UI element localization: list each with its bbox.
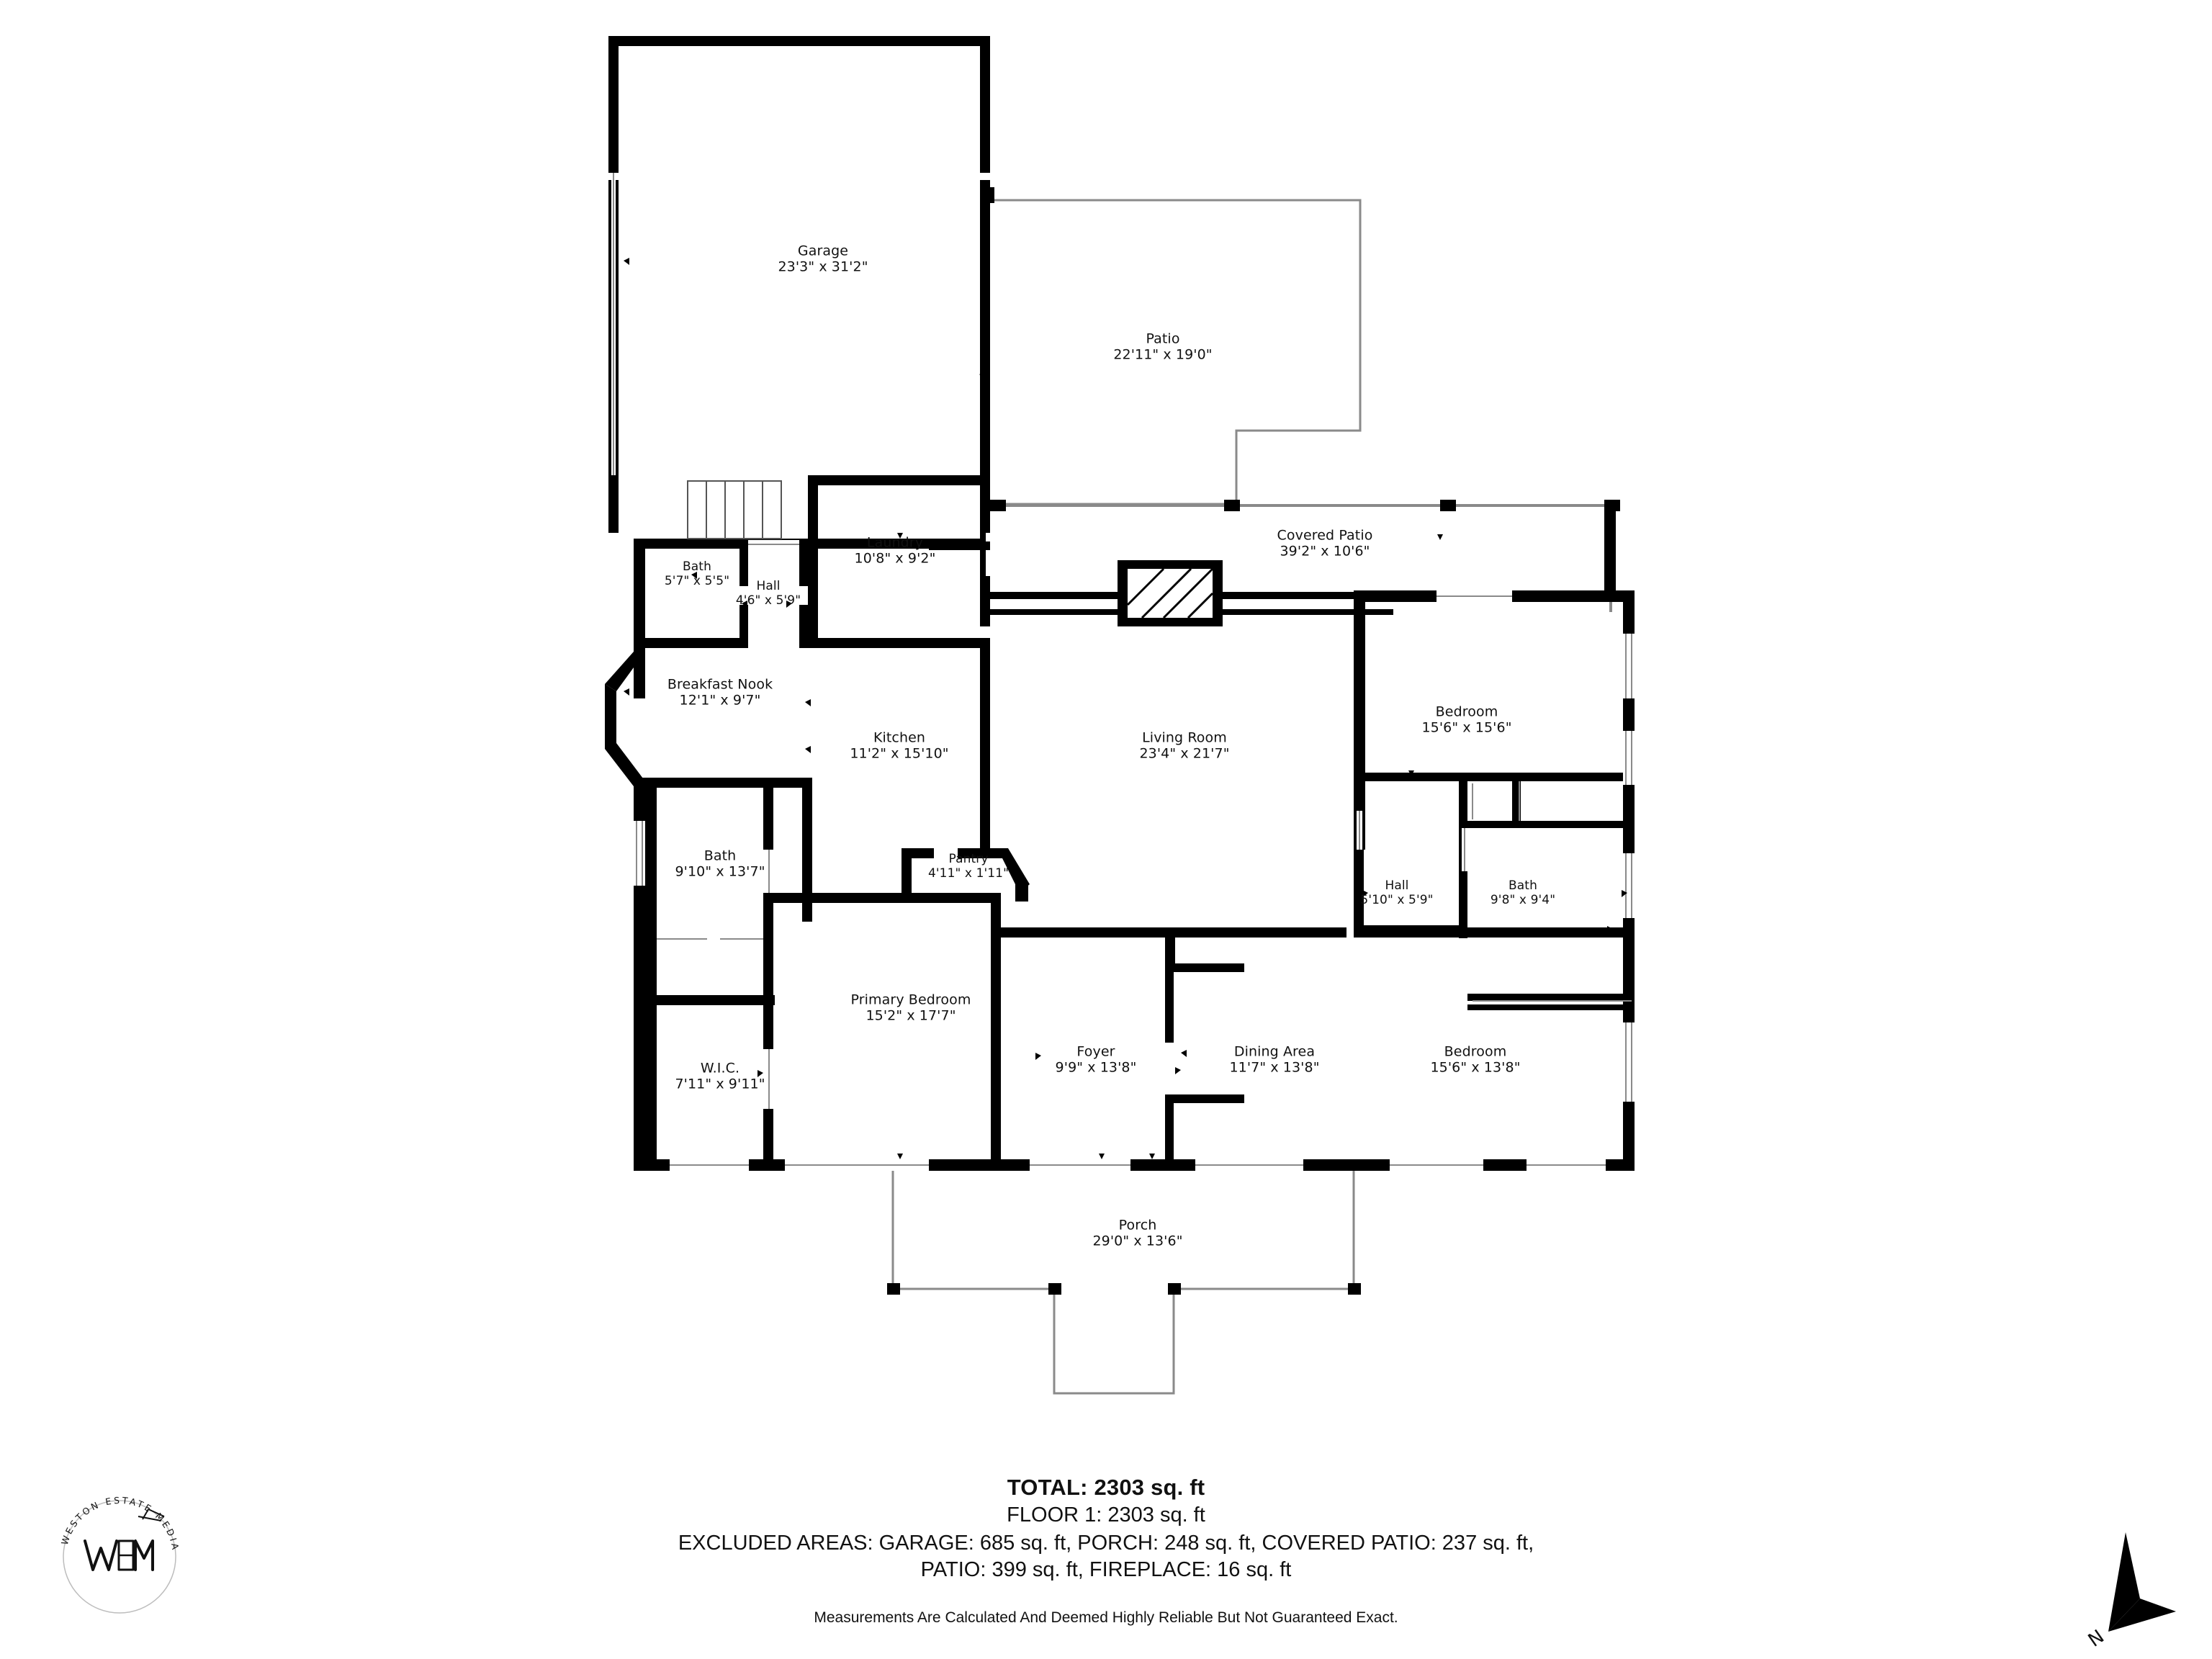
compass-label: N <box>2085 1626 2108 1652</box>
patio-wall-segments <box>990 187 994 203</box>
left-wall-openings <box>634 821 645 886</box>
measurement-tick-marks <box>624 258 1627 1159</box>
bath-primary-doorway <box>766 850 772 893</box>
bath-garage-door <box>748 540 799 549</box>
disclaimer-text: Measurements Are Calculated And Deemed H… <box>814 1609 1398 1627</box>
laundry-bath-hall-walls <box>645 475 990 648</box>
right-closet-shelf-lines <box>1472 781 1632 1002</box>
garage-door-opening <box>611 173 616 475</box>
pantry-walls <box>902 848 1030 902</box>
kitchen-walls <box>645 648 990 922</box>
bath-shower-door <box>657 936 763 942</box>
primary-bedroom-walls <box>763 893 1001 1159</box>
porch-posts <box>887 1283 1361 1295</box>
covered-patio-door <box>1437 590 1512 602</box>
foyer-dining-walls <box>1001 927 1346 1159</box>
logo-weston-estate-media: WESTON ESTATE MEDIA <box>48 1485 192 1629</box>
porch-outline <box>891 1171 1355 1395</box>
living-room-bedroom-doorway <box>1357 811 1362 850</box>
floor-area-text: FLOOR 1: 2303 sq. ft <box>1007 1503 1205 1527</box>
compass-north-icon: N <box>2068 1531 2189 1653</box>
laundry-interior-wall-stub <box>929 541 990 550</box>
garage-stairs <box>687 480 782 539</box>
total-area-text: TOTAL: 2303 sq. ft <box>1007 1475 1205 1500</box>
window-bedroom-upper-right <box>1623 634 1635 1102</box>
laundry-doorway <box>986 533 994 576</box>
covered-patio-posts <box>990 500 1620 590</box>
wic-door <box>766 1049 772 1109</box>
excluded-areas-line-1: EXCLUDED AREAS: GARAGE: 685 sq. ft, PORC… <box>678 1532 1534 1555</box>
bottom-wall-openings <box>670 1159 1606 1171</box>
summary-footer: TOTAL: 2303 sq. ft FLOOR 1: 2303 sq. ft … <box>0 1475 2212 1627</box>
logo-roof-icon <box>138 1509 165 1521</box>
logo-monogram <box>84 1539 154 1571</box>
fireplace <box>1118 560 1223 626</box>
right-hall-doorways <box>1462 828 1467 871</box>
excluded-areas-line-2: PATIO: 399 sq. ft, FIREPLACE: 16 sq. ft <box>920 1558 1292 1582</box>
